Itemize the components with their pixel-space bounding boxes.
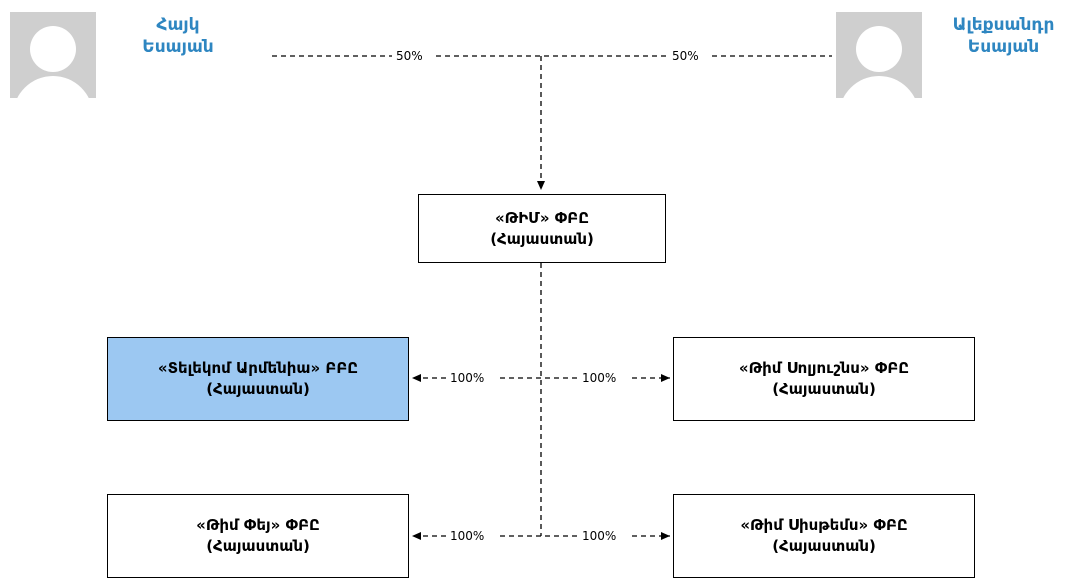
pay-share: 100%	[450, 529, 484, 543]
subsidiary-solutions-box: «Թիմ Սոլյուշնս» ՓԲԸ (Հայաստան)	[673, 337, 975, 421]
owner-1-first: Հայկ	[156, 15, 200, 35]
owner-2-last: Եսայան	[967, 37, 1040, 57]
person-placeholder-icon	[10, 12, 96, 98]
owner-1-last: Եսայան	[142, 37, 214, 57]
subsidiary-systems-box: «Թիմ Սիսթեմս» ՓԲԸ (Հայաստան)	[673, 494, 975, 578]
subsidiary-solutions-country: (Հայաստան)	[772, 380, 876, 398]
owner-1-name: Հայկ Եսայան	[118, 14, 238, 58]
systems-share: 100%	[582, 529, 616, 543]
parent-company-box: «ԹԻՄ» ՓԲԸ (Հայաստան)	[418, 194, 666, 263]
parent-company-country: (Հայաստան)	[490, 229, 594, 248]
owner-1-share: 50%	[396, 49, 423, 63]
parent-company-name: «ԹԻՄ» ՓԲԸ	[494, 208, 590, 227]
subsidiary-telecom-name: «Տելեկոմ Արմենիա» ԲԲԸ	[157, 359, 359, 377]
subsidiary-solutions-name: «Թիմ Սոլյուշնս» ՓԲԸ	[738, 359, 910, 377]
person-placeholder-icon	[836, 12, 922, 98]
subsidiary-pay-box: «Թիմ Փեյ» ՓԲԸ (Հայաստան)	[107, 494, 409, 578]
subsidiary-systems-country: (Հայաստան)	[772, 537, 876, 555]
subsidiary-telecom-box: «Տելեկոմ Արմենիա» ԲԲԸ (Հայաստան)	[107, 337, 409, 421]
solutions-share: 100%	[582, 371, 616, 385]
owner-2-first: Ալեքսանդր	[952, 15, 1055, 35]
owner-2-name: Ալեքսանդր Եսայան	[926, 14, 1081, 58]
subsidiary-telecom-country: (Հայաստան)	[206, 380, 310, 398]
subsidiary-pay-name: «Թիմ Փեյ» ՓԲԸ	[196, 516, 320, 534]
owner-2-share: 50%	[672, 49, 699, 63]
telecom-share: 100%	[450, 371, 484, 385]
subsidiary-pay-country: (Հայաստան)	[206, 537, 310, 555]
subsidiary-systems-name: «Թիմ Սիսթեմս» ՓԲԸ	[740, 516, 908, 534]
